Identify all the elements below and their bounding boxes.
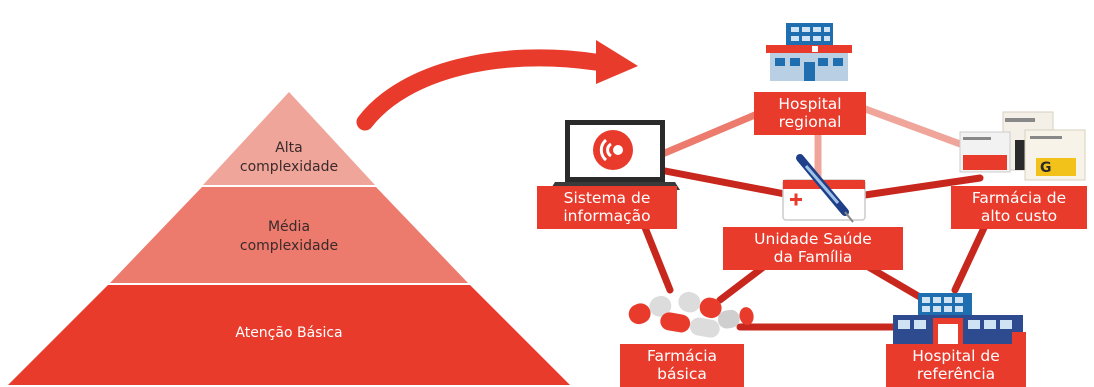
node-sistema-informacao-line1: Sistema de [563, 189, 651, 207]
node-sistema-informacao: Sistema de informação [537, 186, 677, 229]
connector-unidade-farmacia-alto [861, 174, 984, 199]
node-hospital-referencia-line1: Hospital de [912, 347, 1000, 365]
node-hospital-regional-line1: Hospital [778, 95, 842, 113]
node-unidade-saude-familia: Unidade Saúde da Família [723, 227, 903, 270]
node-sistema-informacao-line2: informação [563, 207, 651, 225]
pyramid-label-basica-line1: Atenção Básica [235, 325, 343, 341]
pyramid-level-alta [203, 92, 375, 185]
curved-arrow [356, 40, 638, 131]
node-unidade-saude-familia-line1: Unidade Saúde [754, 230, 872, 248]
pyramid-label-alta-line2: complexidade [239, 159, 339, 175]
node-hospital-regional-line2: regional [778, 113, 842, 131]
first-aid-syringe-icon [782, 154, 866, 223]
connector-sistema-unidade [656, 166, 794, 199]
pills-icon [628, 291, 754, 338]
curved-arrow-shaft [356, 49, 604, 131]
curved-arrow-head [596, 40, 638, 84]
node-hospital-regional: Hospital regional [754, 92, 866, 135]
hospital-reference-building-icon [893, 293, 1026, 348]
node-farmacia-alto-custo-line2: alto custo [980, 207, 1058, 225]
pyramid-level-basica [8, 285, 570, 385]
node-hospital-referencia-line2: referência [916, 365, 996, 383]
node-unidade-saude-familia-line2: da Família [773, 248, 853, 266]
pyramid-label-media: Média complexidade [209, 218, 369, 256]
node-hospital-referencia: Hospital de referência [886, 344, 1026, 387]
pyramid-level-media [110, 187, 468, 283]
medicine-boxes-icon: G [959, 111, 1086, 181]
pyramid-label-basica: Atenção Básica [189, 324, 389, 343]
laptop-icon [550, 120, 680, 190]
svg-text:G: G [1040, 160, 1052, 176]
pyramid [8, 92, 570, 385]
node-farmacia-basica-line1: Farmácia [646, 347, 717, 365]
node-farmacia-basica: Farmácia básica [620, 344, 744, 387]
node-farmacia-basica-line2: básica [657, 365, 707, 383]
pyramid-label-alta-line1: Alta [275, 140, 303, 156]
hospital-building-icon [766, 23, 852, 81]
pyramid-label-media-line2: complexidade [239, 238, 339, 254]
pyramid-label-alta: Alta complexidade [219, 139, 359, 177]
node-farmacia-alto-custo: Farmácia de alto custo [951, 186, 1087, 229]
node-farmacia-alto-custo-line1: Farmácia de [971, 189, 1067, 207]
pyramid-label-media-line1: Média [267, 219, 311, 235]
